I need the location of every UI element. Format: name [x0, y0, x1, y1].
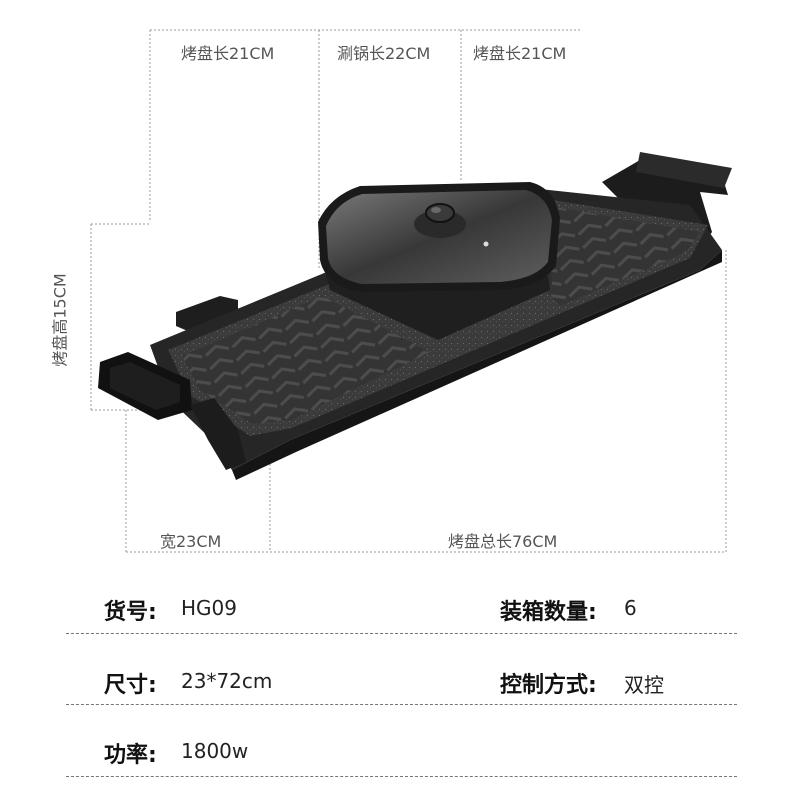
grill-right-length-label: 烤盘长21CM	[473, 44, 567, 63]
divider	[66, 633, 737, 634]
divider	[66, 704, 737, 705]
hotpot-length-label: 涮锅长22CM	[337, 44, 431, 63]
grill-pan	[98, 152, 732, 480]
hotpot-lid	[318, 182, 560, 292]
total-length-label: 烤盘总长76CM	[448, 532, 558, 551]
grill-height-label: 烤盘高15CM	[50, 273, 70, 367]
divider	[66, 776, 737, 777]
size-label: 尺寸:	[104, 673, 157, 698]
grill-left-length-label: 烤盘长21CM	[181, 44, 275, 63]
box-quantity-value: 6	[624, 596, 637, 620]
model-label: 货号:	[104, 600, 157, 625]
power-label: 功率:	[104, 743, 157, 768]
size-value: 23*72cm	[181, 669, 273, 693]
model-value: HG09	[181, 596, 237, 620]
control-value: 双控	[624, 673, 664, 697]
control-label: 控制方式:	[500, 673, 597, 698]
width-label: 宽23CM	[160, 532, 222, 551]
power-value: 1800w	[181, 739, 249, 763]
box-quantity-label: 装箱数量:	[500, 600, 597, 625]
dimension-guides	[90, 29, 727, 553]
